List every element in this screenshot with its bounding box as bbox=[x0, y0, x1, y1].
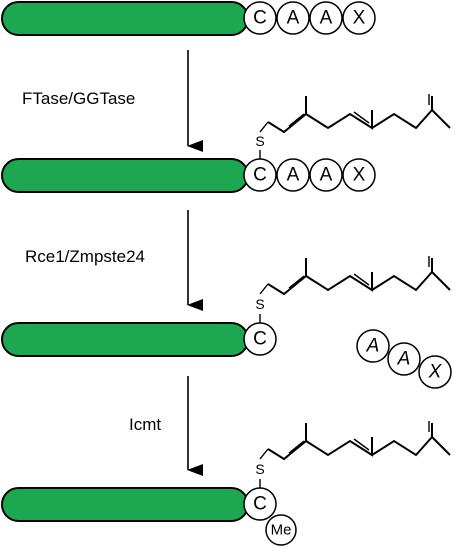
residue-circle bbox=[342, 1, 376, 35]
prenyl-group: S bbox=[255, 421, 451, 488]
sulfur-label: S bbox=[255, 296, 264, 312]
prenyl-group: S bbox=[255, 256, 451, 323]
residue-circle bbox=[243, 1, 277, 35]
double-bond-line bbox=[353, 111, 370, 124]
sulfur-bond-upper bbox=[259, 121, 269, 133]
caax-motif: C A A X bbox=[243, 1, 376, 35]
residue-circle bbox=[309, 1, 343, 35]
row-1-unmodified-protein: C A A X bbox=[1, 1, 376, 36]
residue-circle bbox=[276, 158, 310, 192]
row-3-cleaved-protein: C S bbox=[1, 256, 451, 357]
residue-circle bbox=[276, 1, 310, 35]
protein-body bbox=[1, 1, 249, 36]
caax-motif: C A A X bbox=[243, 158, 376, 192]
released-aax-tripeptide: A A X bbox=[356, 329, 452, 389]
residue-label: X bbox=[428, 362, 443, 383]
residue-label: X bbox=[353, 8, 366, 29]
enzyme-label-icmt: Icmt bbox=[129, 415, 161, 434]
sulfur-bond-upper bbox=[259, 283, 269, 295]
farnesyl-chain bbox=[267, 423, 451, 461]
row-4-methylated-protein: C Me S bbox=[1, 421, 451, 546]
step-3-arrow-group: Icmt bbox=[129, 376, 203, 476]
prenyl-group: S bbox=[255, 94, 451, 159]
methyl-circle bbox=[265, 514, 297, 546]
sulfur-label: S bbox=[255, 461, 264, 477]
residue-label: C bbox=[253, 329, 267, 350]
residue-label: A bbox=[397, 349, 411, 370]
residue-circle bbox=[342, 158, 376, 192]
double-bond-line bbox=[353, 273, 370, 286]
double-bond-line bbox=[288, 440, 305, 454]
residue-label: C bbox=[253, 165, 267, 186]
residue-label: X bbox=[353, 165, 366, 186]
residue-circle bbox=[356, 329, 390, 363]
residue-circle bbox=[387, 342, 421, 376]
sulfur-bond-upper bbox=[259, 448, 269, 460]
residue-label: C bbox=[253, 8, 267, 29]
sulfur-label: S bbox=[255, 133, 264, 149]
row-2-prenylated-protein: C A A X S bbox=[1, 94, 451, 193]
residue-circle bbox=[309, 158, 343, 192]
protein-body bbox=[1, 322, 249, 357]
farnesyl-chain bbox=[267, 258, 451, 296]
residue-label: A bbox=[320, 8, 333, 29]
residue-label: C bbox=[253, 494, 267, 515]
double-bond-line bbox=[353, 438, 370, 451]
step-2-arrow-group: Rce1/Zmpste24 bbox=[25, 210, 203, 311]
protein-body bbox=[1, 158, 249, 193]
enzyme-label-ftase-ggtase: FTase/GGTase bbox=[22, 89, 135, 108]
residue-circle bbox=[418, 355, 452, 389]
residue-label: A bbox=[287, 165, 300, 186]
residue-label: A bbox=[287, 8, 300, 29]
step-1-arrow-group: FTase/GGTase bbox=[22, 50, 203, 152]
enzyme-label-rce1-zmpste24: Rce1/Zmpste24 bbox=[25, 247, 145, 266]
protein-body bbox=[1, 487, 249, 522]
residue-label: A bbox=[320, 165, 333, 186]
methyl-label: Me bbox=[271, 522, 292, 539]
double-bond-line bbox=[288, 275, 305, 289]
double-bond-line bbox=[288, 113, 305, 127]
farnesyl-chain bbox=[267, 96, 451, 134]
residue-label: A bbox=[366, 336, 380, 357]
